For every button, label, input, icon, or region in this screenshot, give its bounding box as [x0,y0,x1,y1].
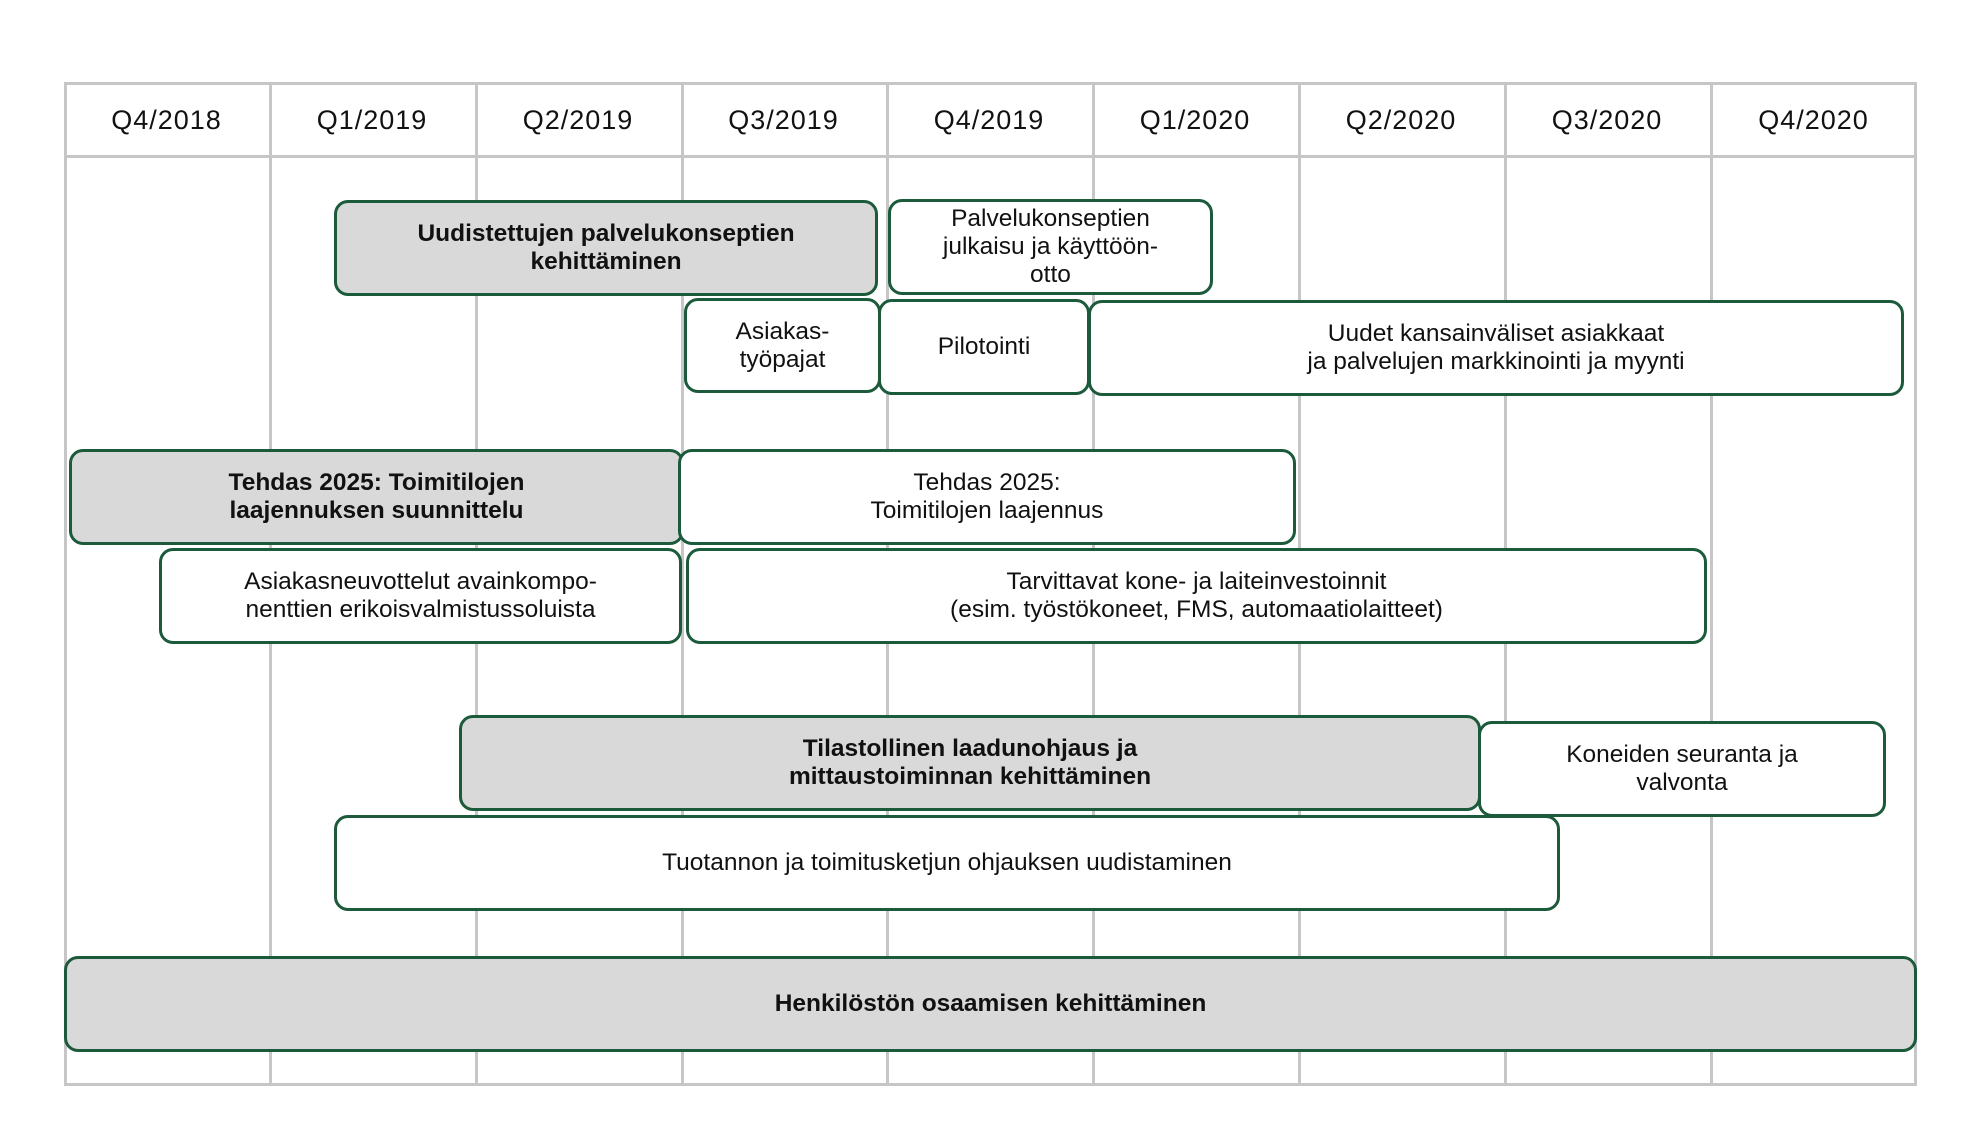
task-bar-machine-investments: Tarvittavat kone- ja laiteinvestoinnit (… [686,548,1707,644]
task-label: Uudet kansainväliset asiakkaat ja palvel… [1307,320,1685,375]
task-label: Henkilöstön osaamisen kehittäminen [774,990,1207,1017]
quarter-label: Q3/2020 [1551,104,1663,135]
task-label: Tilastollinen laadunohjaus ja mittaustoi… [788,735,1152,790]
grid-line [1710,82,1713,1086]
quarter-label: Q2/2019 [522,104,634,135]
task-label: Asiakas- työpajat [735,317,830,373]
task-bar-statistical-quality-control: Tilastollinen laadunohjaus ja mittaustoi… [459,715,1481,811]
task-label: Pilotointi [937,333,1031,360]
task-bar-customer-workshops: Asiakas- työpajat [684,298,881,393]
quarter-label: Q1/2019 [316,104,428,135]
quarter-label: Q4/2020 [1758,104,1869,135]
task-label: Palvelukonseptien julkaisu ja käyttöön- … [942,205,1159,288]
task-label: Tarvittavat kone- ja laiteinvestoinnit (… [950,568,1443,623]
task-bar-service-concept-launch: Palvelukonseptien julkaisu ja käyttöön- … [888,199,1213,295]
quarter-label: Q4/2019 [933,104,1045,135]
task-label: Koneiden seuranta ja valvonta [1566,741,1798,796]
quarter-label: Q2/2020 [1345,104,1457,135]
task-bar-production-control-renewal: Tuotannon ja toimitusketjun ohjauksen uu… [334,815,1560,911]
grid-line [681,82,684,1086]
task-bar-staff-competence-development: Henkilöstön osaamisen kehittäminen [64,956,1917,1052]
task-bar-international-customers: Uudet kansainväliset asiakkaat ja palvel… [1088,300,1904,396]
task-bar-machine-monitoring: Koneiden seuranta ja valvonta [1478,721,1886,817]
task-bar-factory-expansion: Tehdas 2025: Toimitilojen laajennus [678,449,1296,545]
task-label: Asiakasneuvottelut avainkompo- nenttien … [244,568,597,623]
header-divider [64,155,1917,158]
timeline-grid: Q4/2018 Q1/2019 Q2/2019 Q3/2019 Q4/2019 … [64,82,1917,1086]
task-label: Tehdas 2025: Toimitilojen laajennuksen s… [228,469,525,524]
task-label: Uudistettujen palvelukonseptien kehittäm… [417,220,795,275]
quarter-label: Q1/2020 [1139,104,1251,135]
task-label: Tehdas 2025: Toimitilojen laajennus [870,469,1104,524]
grid-border [64,82,1917,1086]
task-bar-piloting: Pilotointi [878,299,1090,395]
task-bar-factory-expansion-planning: Tehdas 2025: Toimitilojen laajennuksen s… [69,449,684,545]
quarter-label: Q3/2019 [728,104,839,135]
task-bar-service-concept-development: Uudistettujen palvelukonseptien kehittäm… [334,200,878,296]
task-bar-customer-negotiations: Asiakasneuvottelut avainkompo- nenttien … [159,548,682,644]
quarter-label: Q4/2018 [111,104,222,135]
task-label: Tuotannon ja toimitusketjun ohjauksen uu… [662,849,1232,876]
